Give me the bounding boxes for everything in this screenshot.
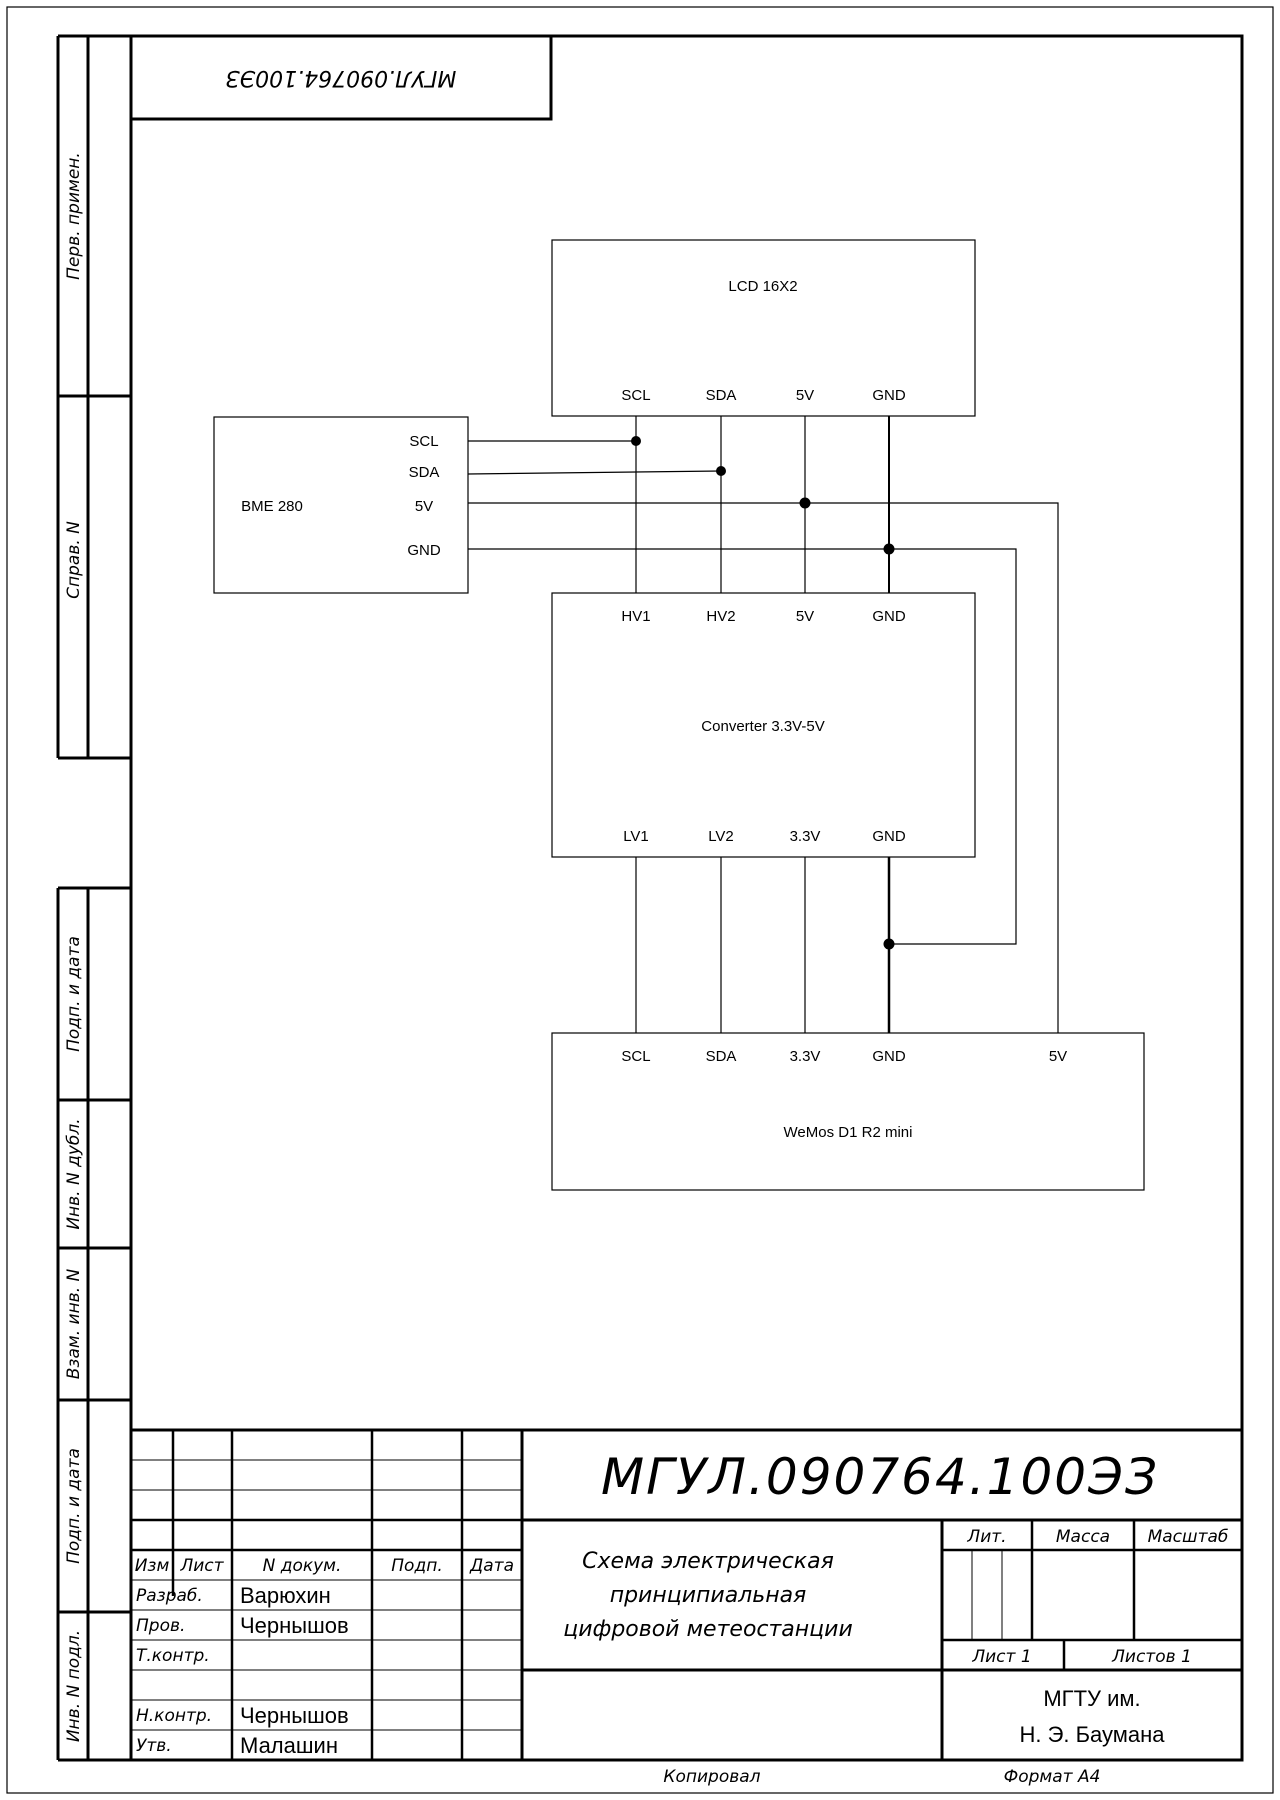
junctions — [631, 436, 895, 950]
header-list: Лист — [179, 1556, 224, 1576]
lcd-block — [551, 239, 976, 417]
header-n-dokum: N докум. — [263, 1556, 342, 1576]
lcd-pin-gnd: GND — [872, 387, 906, 404]
wemos-pin-3v3: 3.3V — [790, 1048, 821, 1065]
side-label-podp-data-1: Подп. и дата — [64, 936, 84, 1052]
top-stamp-designation: МГУЛ.090764.100ЭЗ — [226, 65, 457, 90]
junction-sda — [716, 466, 726, 476]
bme-pin-sda: SDA — [409, 464, 440, 481]
wemos-pin-5v: 5V — [1049, 1048, 1067, 1065]
junction-scl — [631, 436, 641, 446]
footer-format: Формат А4 — [1004, 1767, 1101, 1787]
drawing-frame — [129, 34, 1244, 1762]
lcd-pin-sda: SDA — [706, 387, 737, 404]
doc-title-line-2: принципиальная — [610, 1583, 807, 1608]
doc-title-line-3: цифровой метеостанции — [563, 1617, 853, 1642]
footer-kopiroval: Копировал — [663, 1767, 760, 1787]
lcd-title: LCD 16X2 — [728, 278, 797, 295]
side-label-vzam-inv: Взам. инв. N — [64, 1268, 84, 1379]
org-line-2: Н. Э. Баумана — [1019, 1722, 1165, 1747]
name-razrab: Варюхин — [240, 1583, 331, 1608]
converter-title: Converter 3.3V-5V — [701, 718, 824, 735]
wemos-pin-sda: SDA — [706, 1048, 737, 1065]
side-label-inv-podl: Инв. N подл. — [64, 1630, 84, 1742]
role-razrab: Разраб. — [136, 1586, 203, 1606]
role-t-kontr: Т.контр. — [136, 1646, 210, 1666]
wemos-pin-gnd: GND — [872, 1048, 906, 1065]
title-block-grid — [131, 1428, 1242, 1760]
junction-gnd-upper — [883, 543, 895, 555]
junction-gnd-lower — [883, 938, 895, 950]
wemos-title: WeMos D1 R2 mini — [784, 1124, 913, 1141]
sheets-total: Листов 1 — [1111, 1647, 1192, 1667]
role-n-kontr: Н.контр. — [136, 1706, 212, 1726]
bme-pin-scl: SCL — [409, 433, 438, 450]
sheet-number: Лист 1 — [971, 1647, 1031, 1667]
wire-bme-sda — [467, 470, 722, 475]
converter-pin-5v: 5V — [796, 608, 814, 625]
converter-pin-3v3: 3.3V — [790, 828, 821, 845]
header-data: Дата — [469, 1556, 514, 1576]
wire-bme-gnd — [468, 548, 1017, 945]
converter-pin-lv1: LV1 — [623, 828, 649, 845]
bme-block — [213, 416, 469, 594]
side-strip-labels: Перв. примен. Справ. N Подп. и дата Инв.… — [64, 152, 84, 1742]
converter-pin-gnd-bottom: GND — [872, 828, 906, 845]
header-izm: Изм — [135, 1556, 170, 1576]
side-label-sprav-n: Справ. N — [64, 521, 84, 599]
converter-pin-hv1: HV1 — [621, 608, 650, 625]
converter-pin-gnd-top: GND — [872, 608, 906, 625]
doc-title-line-1: Схема электрическая — [582, 1549, 834, 1574]
page-border — [6, 6, 1274, 1794]
org-line-1: МГТУ им. — [1043, 1686, 1140, 1711]
top-stamp-box — [129, 34, 553, 121]
role-prov: Пров. — [136, 1616, 185, 1636]
wemos-block — [551, 1032, 1145, 1191]
name-utv: Малашин — [240, 1733, 338, 1758]
lit-header: Лит. — [966, 1527, 1006, 1547]
side-label-inv-dubl: Инв. N дубл. — [64, 1118, 84, 1229]
title-designation: МГУЛ.090764.100ЭЗ — [601, 1448, 1159, 1506]
name-n-kontr: Чернышов — [240, 1703, 349, 1728]
massa-header: Масса — [1056, 1527, 1110, 1547]
header-podp: Подп. — [391, 1556, 442, 1576]
side-label-podp-data-2: Подп. и дата — [64, 1448, 84, 1564]
masshtab-header: Масштаб — [1148, 1527, 1229, 1547]
lcd-pin-5v: 5V — [796, 387, 814, 404]
converter-block — [551, 592, 976, 858]
wemos-pin-scl: SCL — [621, 1048, 650, 1065]
bme-pin-gnd: GND — [407, 542, 441, 559]
bme-title: BME 280 — [241, 498, 303, 515]
name-prov: Чернышов — [240, 1613, 349, 1638]
lcd-pin-scl: SCL — [621, 387, 650, 404]
wire-bme-5v — [468, 502, 1059, 1033]
role-utv: Утв. — [136, 1736, 172, 1756]
converter-pin-hv2: HV2 — [706, 608, 735, 625]
side-strip — [56, 34, 131, 1762]
junction-5v — [799, 497, 811, 509]
bme-pin-5v: 5V — [415, 498, 433, 515]
side-label-perv-primen: Перв. примен. — [64, 152, 84, 280]
converter-pin-lv2: LV2 — [708, 828, 734, 845]
wires — [467, 416, 1059, 1033]
